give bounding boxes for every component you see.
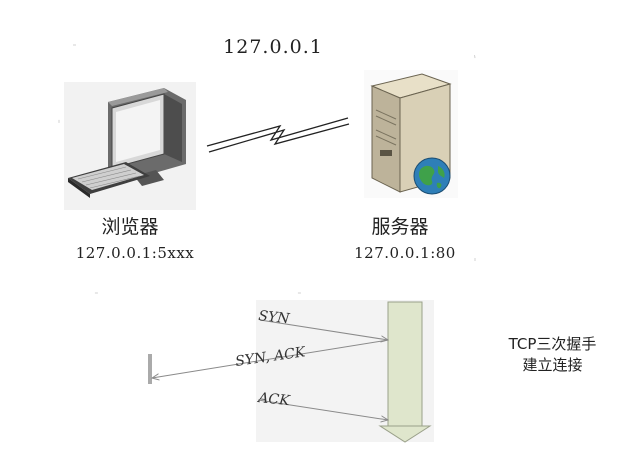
server-address: 127.0.0.1:80 bbox=[354, 244, 456, 262]
handshake-arrows: SYN SYN, ACK ACK bbox=[148, 301, 432, 443]
browser-label: 浏览器 bbox=[101, 216, 159, 238]
syn-arrow bbox=[259, 319, 388, 340]
handshake-caption: TCP三次握手 建立连接 bbox=[490, 334, 615, 376]
handshake-caption-line2: 建立连接 bbox=[522, 356, 583, 374]
synack-label: SYN, ACK bbox=[234, 344, 307, 370]
syn-label: SYN bbox=[258, 308, 291, 327]
server-timeline bbox=[378, 301, 432, 443]
ack-arrow bbox=[257, 399, 388, 420]
handshake-caption-line1: TCP三次握手 bbox=[508, 335, 597, 353]
server-label: 服务器 bbox=[371, 216, 429, 238]
browser-address: 127.0.0.1:5xxx bbox=[75, 244, 195, 262]
computer-icon bbox=[64, 82, 196, 210]
connection-bolt bbox=[206, 117, 350, 153]
top-address: 127.0.0.1 bbox=[223, 36, 323, 58]
synack-arrow bbox=[152, 339, 389, 378]
globe-icon bbox=[413, 157, 451, 195]
ack-label: ACK bbox=[256, 390, 292, 410]
